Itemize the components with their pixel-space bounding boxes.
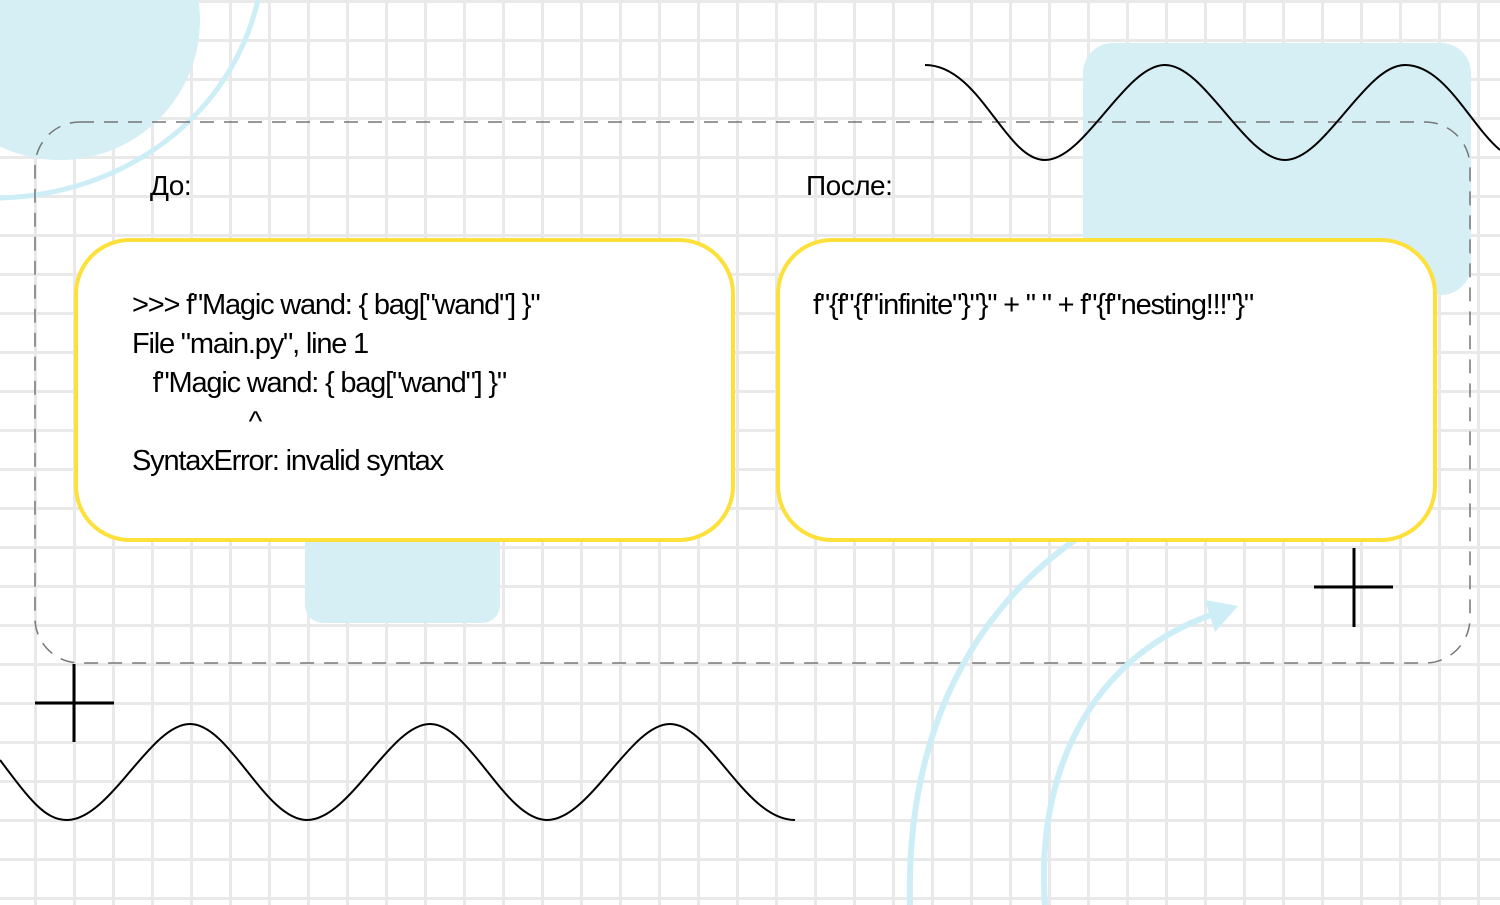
after-title: После: — [806, 170, 893, 201]
blue-arc-top-left — [0, 0, 261, 201]
code-line: ^ — [132, 406, 263, 438]
before-title: До: — [150, 170, 192, 201]
code-line: f"Magic wand: { bag["wand"] }" — [132, 367, 508, 399]
arrow-head-inner-icon — [1205, 600, 1238, 632]
after-code: f"{f"{f"infinite"}"}" + " " + f"{f"nesti… — [813, 286, 1254, 325]
blue-block-top-right — [1083, 43, 1471, 295]
wave-bottom — [0, 722, 796, 822]
after-card: f"{f"{f"infinite"}"}" + " " + f"{f"nesti… — [776, 238, 1437, 542]
plus-icon-right — [1314, 548, 1393, 627]
before-card: >>> f"Magic wand: { bag["wand"] }" File "… — [74, 238, 735, 542]
code-line: SyntaxError: invalid syntax — [132, 445, 444, 477]
code-line: File "main.py", line 1 — [132, 328, 369, 360]
code-line: >>> f"Magic wand: { bag["wand"] }" — [132, 289, 541, 321]
wave-top-right — [924, 63, 1500, 162]
dashed-frame — [34, 121, 1471, 664]
before-code: >>> f"Magic wand: { bag["wand"] }" File "… — [132, 286, 541, 481]
code-line: f"{f"{f"infinite"}"}" + " " + f"{f"nesti… — [813, 289, 1254, 321]
arrow-arc-inner — [1041, 609, 1221, 905]
blue-blob-top-left — [0, 0, 200, 160]
plus-icon-left — [35, 664, 114, 742]
